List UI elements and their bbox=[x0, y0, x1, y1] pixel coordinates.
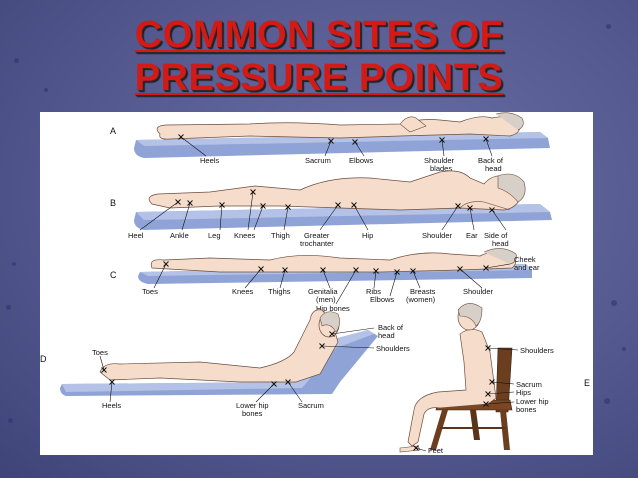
label-shoulder-c: Shoulder bbox=[463, 287, 494, 296]
body-c bbox=[150, 251, 516, 273]
panel-d-fowlers: D Toes Heels Lower hip bones Sacrum Back… bbox=[40, 309, 410, 418]
label-heels: Heels bbox=[200, 156, 219, 165]
label-ankle: Ankle bbox=[170, 231, 189, 240]
label-sacrum-d: Sacrum bbox=[298, 401, 324, 410]
label-cheek-and-ear-1: Cheek bbox=[514, 255, 536, 264]
panel-a-supine: A Heels Sacrum Elbows Shoulder blades Ba… bbox=[110, 112, 550, 173]
label-breasts-2: (women) bbox=[406, 295, 436, 304]
label-toes-d: Toes bbox=[92, 348, 108, 357]
label-genitalia-1: Genitalia bbox=[308, 287, 338, 296]
panel-c-letter: C bbox=[110, 270, 117, 280]
title-line-1: COMMON SITES OF bbox=[134, 14, 504, 56]
body-d bbox=[99, 309, 339, 383]
panel-d-letter: D bbox=[40, 354, 47, 364]
label-breasts-1: Breasts bbox=[410, 287, 436, 296]
label-elbows-c: Elbows bbox=[370, 295, 394, 304]
body-a bbox=[156, 116, 521, 140]
label-lower-hip-bones-e-2: bones bbox=[516, 405, 537, 414]
hair-a bbox=[495, 112, 524, 131]
label-hips-e: Hips bbox=[516, 388, 531, 397]
label-lower-hip-bones-1: Lower hip bbox=[236, 401, 269, 410]
body-e bbox=[407, 329, 497, 447]
label-side-of-head-1: Side of bbox=[484, 231, 508, 240]
label-feet: Feet bbox=[428, 446, 444, 455]
label-thighs: Thighs bbox=[268, 287, 291, 296]
hair-e bbox=[457, 303, 483, 327]
panel-e-letter: E bbox=[584, 378, 590, 388]
panel-a-letter: A bbox=[110, 126, 116, 136]
label-heels-d: Heels bbox=[102, 401, 121, 410]
label-back-of-head-2: head bbox=[485, 164, 502, 173]
body-b bbox=[148, 170, 523, 211]
label-sacrum-e: Sacrum bbox=[516, 380, 542, 389]
label-shoulders-d: Shoulders bbox=[376, 344, 410, 353]
panel-b-lateral: B Heel Ankle Leg Knees Thigh Greater tro… bbox=[110, 170, 552, 248]
label-leg: Leg bbox=[208, 231, 221, 240]
label-lower-hip-bones-e-1: Lower hip bbox=[516, 397, 549, 406]
hair-c bbox=[483, 248, 517, 265]
panel-b-letter: B bbox=[110, 198, 116, 208]
label-hip-bones: Hip bones bbox=[316, 304, 350, 313]
label-thigh: Thigh bbox=[271, 231, 290, 240]
pressure-points-illustration: A Heels Sacrum Elbows Shoulder blades Ba… bbox=[40, 112, 593, 455]
label-knees-c: Knees bbox=[232, 287, 254, 296]
hair-b bbox=[497, 173, 526, 203]
label-genitalia-2: (men) bbox=[316, 295, 336, 304]
slide-title: COMMON SITES OF PRESSURE POINTS bbox=[0, 14, 638, 100]
label-knees: Knees bbox=[234, 231, 256, 240]
label-lower-hip-bones-2: bones bbox=[242, 409, 263, 418]
label-ribs: Ribs bbox=[366, 287, 381, 296]
label-back-of-head-1: Back of bbox=[478, 156, 504, 165]
label-back-of-head-d-1: Back of bbox=[378, 323, 404, 332]
label-toes: Toes bbox=[142, 287, 158, 296]
label-shoulder-blades-1: Shoulder bbox=[424, 156, 455, 165]
label-back-of-head-d-2: head bbox=[378, 331, 395, 340]
label-greater-trochanter-1: Greater bbox=[304, 231, 330, 240]
label-shoulder: Shoulder bbox=[422, 231, 453, 240]
label-elbows: Elbows bbox=[349, 156, 373, 165]
hair-d bbox=[319, 311, 340, 333]
label-ear: Ear bbox=[466, 231, 478, 240]
panel-c-prone: C Toes Knees Thighs Genitalia (men) Ribs… bbox=[110, 248, 540, 313]
label-cheek-and-ear-2: and ear bbox=[514, 263, 540, 272]
label-sacrum: Sacrum bbox=[305, 156, 331, 165]
label-hip: Hip bbox=[362, 231, 373, 240]
label-shoulders-e: Shoulders bbox=[520, 346, 554, 355]
label-side-of-head-2: head bbox=[492, 239, 509, 248]
panel-e-seated: E Shoulders Sacrum Hips Lower hip bones … bbox=[399, 303, 590, 455]
label-greater-trochanter-2: trochanter bbox=[300, 239, 334, 248]
label-shoulder-blades-2: blades bbox=[430, 164, 452, 173]
title-line-2: PRESSURE POINTS bbox=[134, 57, 504, 99]
label-heel: Heel bbox=[128, 231, 144, 240]
